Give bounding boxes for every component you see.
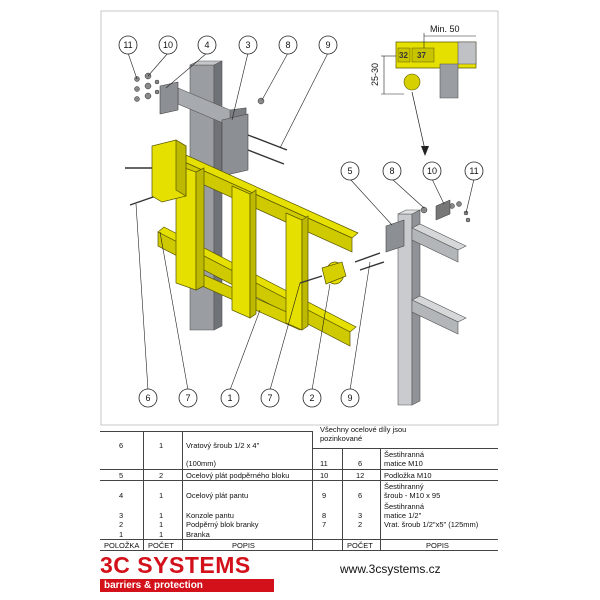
row-5-item: 5 [119,471,124,480]
row-7-desc: Vrat. šroub 1/2"x5" (125mm) [384,520,479,529]
callout-8-right: 8 [389,166,394,176]
callout-2: 2 [309,393,314,403]
brand-name: 3C SYSTEMS [100,552,251,578]
row-8-desc-1: Šestihranná [384,502,425,511]
callout-8-top: 8 [285,40,290,50]
row-9-count: 6 [358,491,363,500]
drawing-frame [100,10,499,426]
row-8-count: 3 [358,511,363,520]
row-3-item: 3 [119,511,124,520]
row-6-item: 6 [119,441,124,450]
row-4-item: 4 [119,491,124,500]
row-7-count: 2 [358,520,363,529]
bolts-support [299,252,385,284]
hinge-bracket [221,113,249,177]
row-9-item: 9 [322,491,327,500]
row-8-item: 8 [322,511,327,520]
row-5-desc: Ocelový plát podpěrného bloku [186,471,290,480]
row-7-item: 7 [322,520,327,529]
receiving-post [385,209,467,406]
row-4-desc: Ocelový plát pantu [186,491,249,500]
row-9-desc-2: šroub - M10 x 95 [384,491,441,500]
callout-1: 1 [227,393,232,403]
header-item-left: POLOŽKA [104,541,140,550]
row-3-desc: Konzole pantu [186,511,234,520]
callout-9-top: 9 [325,40,330,50]
callout-10-right: 10 [427,166,437,176]
row-1-desc: Branka [186,530,210,539]
row-1-count: 1 [159,530,164,539]
galvanized-note-line1: Všechny ocelové díly jsou [320,425,407,434]
header-count-left: POČET [148,541,174,550]
row-4-count: 1 [159,491,164,500]
galvanized-note-line2: pozinkované [320,434,363,443]
dimension-height: 25-30 [370,63,380,86]
hinge-plate [159,81,179,115]
row-6-count: 1 [159,441,164,450]
website-url[interactable]: www.3csystems.cz [340,562,441,576]
detail-tag-37: 37 [417,51,426,60]
detail-tag-32: 32 [399,51,408,60]
row-2-count: 1 [159,520,164,529]
fasteners-right [420,199,471,223]
row-6-desc-3: (100mm) [186,459,217,468]
row-1-item: 1 [119,530,124,539]
callout-10-top: 10 [163,40,173,50]
row-3-count: 1 [159,511,164,520]
callout-4: 4 [204,40,209,50]
row-2-desc: Podpěrný blok branky [186,520,259,529]
callout-9-bottom: 9 [347,393,352,403]
row-11-desc-1: Šestihranná [384,450,425,459]
leader-lines [127,52,475,391]
header-desc-left: POPIS [232,541,255,550]
callout-11-top: 11 [123,40,132,50]
row-6-desc-1: Vratový šroub 1/2 x 4" [186,441,260,450]
brand-logo: 3C SYSTEMS barriers & protection [100,553,274,592]
row-8-desc-2: matice 1/2" [384,511,422,520]
header-count-right: POČET [347,541,373,550]
dimension-min: Min. 50 [430,24,460,34]
callout-7-left: 7 [185,393,190,403]
header-desc-right: POPIS [426,541,449,550]
gate [151,139,359,347]
row-11-count: 6 [358,459,363,468]
row-10-count: 12 [356,471,365,480]
detail-view [381,33,477,156]
row-2-item: 2 [119,520,124,529]
callout-6: 6 [145,393,150,403]
row-11-item: 11 [320,459,328,468]
callouts [118,35,484,408]
row-10-item: 10 [320,471,329,480]
callout-3: 3 [245,40,250,50]
callout-7-right: 7 [267,393,272,403]
support-block [321,261,347,285]
brand-tagline: barriers & protection [100,579,274,592]
row-5-count: 2 [159,471,164,480]
callout-5: 5 [347,166,352,176]
row-10-desc: Podložka M10 [384,471,432,480]
callout-11-right: 11 [469,166,478,176]
row-9-desc-1: Šestihranný [384,482,424,491]
row-11-desc-2: matice M10 [384,459,423,468]
